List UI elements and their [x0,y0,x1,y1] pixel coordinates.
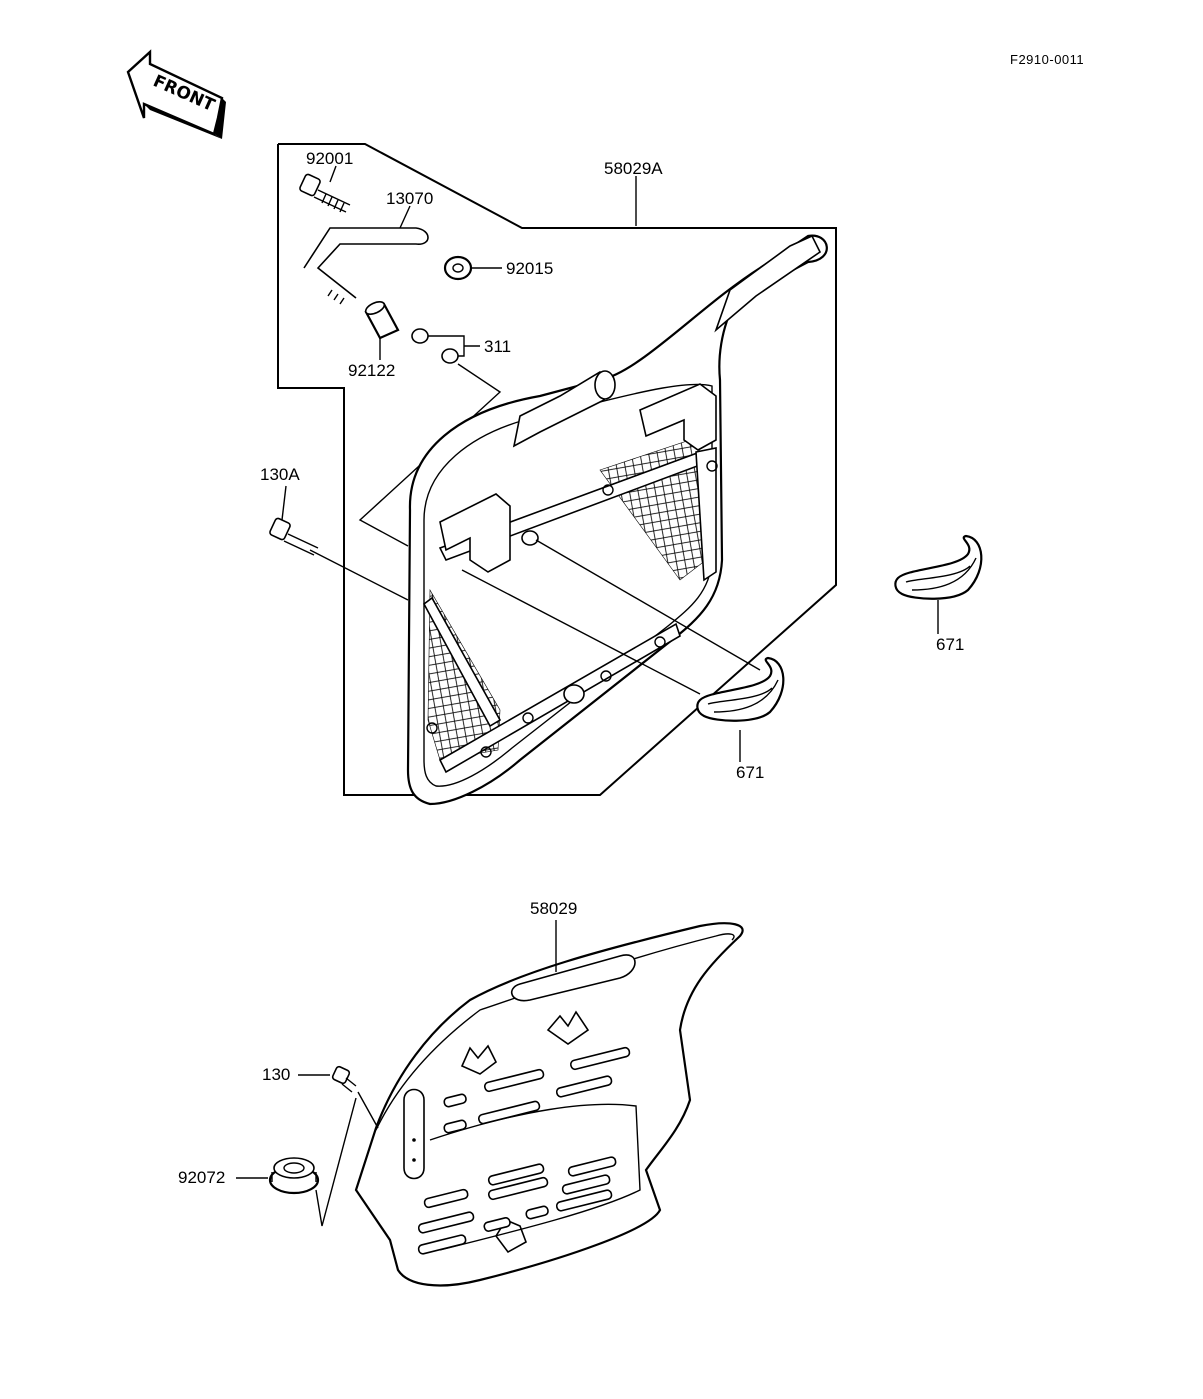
callout-671-lower: 671 [736,763,764,782]
collar-92122 [364,301,400,340]
leader-lines-lower [236,920,557,1227]
callout-671-right: 671 [936,635,964,654]
nut-92015 [443,255,473,281]
callout-130: 130 [262,1065,290,1084]
bolt-130 [331,1065,357,1093]
strap-671-right [894,534,983,600]
callout-92072: 92072 [178,1168,225,1187]
vent-slots [417,1046,631,1255]
callout-58029A: 58029A [604,159,663,178]
callout-92015: 92015 [506,259,553,278]
callout-92001: 92001 [306,149,353,168]
bracket-rod-13070 [303,227,429,305]
pannier-case-58029A [406,234,828,806]
nuts-311 [411,328,459,364]
bolt-92001 [299,173,351,213]
side-cover-58029 [354,922,744,1287]
assembly-boundary [277,143,837,796]
leader-lines-straps [281,485,939,762]
bolt-130A [269,517,319,556]
callout-92122: 92122 [348,361,395,380]
callout-13070: 13070 [386,189,433,208]
callout-130A: 130A [260,465,300,484]
callout-58029: 58029 [530,899,577,918]
grommet-92072 [268,1157,320,1195]
drawing-code: F2910-0011 [1010,52,1084,67]
callout-311: 311 [484,337,511,356]
strap-671-lower [696,656,785,722]
front-arrow-icon: FRONT [126,49,226,139]
